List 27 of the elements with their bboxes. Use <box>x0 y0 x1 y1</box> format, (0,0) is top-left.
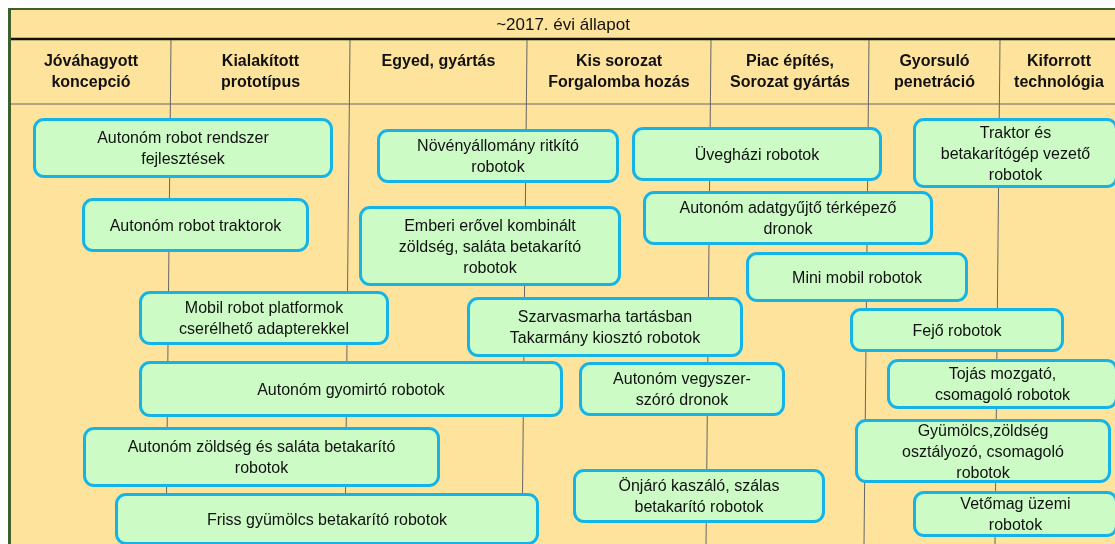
column-header: Gyorsuló penetráció <box>893 51 976 92</box>
technology-box: Fejő robotok <box>850 308 1064 352</box>
technology-box: Autonóm robot traktorok <box>82 198 309 252</box>
technology-box: Önjáró kaszáló, szálas betakarító robotok <box>573 469 825 523</box>
technology-box: Mobil robot platformok cserélhető adapterekkel <box>139 291 389 345</box>
column-header: Kialakított prototípus <box>219 51 302 92</box>
chart-title: ~2017. évi állapot <box>495 14 631 36</box>
technology-box: Friss gyümölcs betakarító robotok <box>115 493 539 544</box>
technology-box: Emberi erővel kombinált zöldség, saláta betakarító robotok <box>359 206 621 286</box>
technology-box: Növényállomány ritkító robotok <box>377 129 619 183</box>
technology-box: Üvegházi robotok <box>632 127 882 181</box>
technology-box: Vetőmag üzemi robotok <box>913 491 1115 537</box>
technology-box: Tojás mozgató, csomagoló robotok <box>887 359 1115 409</box>
technology-box: Szarvasmarha tartásban Takarmány kiosztó robotok <box>467 297 743 357</box>
technology-box: Autonóm gyomirtó robotok <box>139 361 563 417</box>
column-header: Piac építés, Sorozat gyártás <box>728 51 851 92</box>
technology-box: Autonóm robot rendszer fejlesztések <box>33 118 333 178</box>
technology-box: Gyümölcs,zöldség osztályozó, csomagoló robotok <box>855 419 1111 483</box>
column-header: Jóváhagyott koncepció <box>42 51 140 92</box>
column-header: Kiforrott technológia <box>1013 51 1105 92</box>
column-header: Kis sorozat Forgalomba hozás <box>547 51 691 92</box>
technology-box: Autonóm vegyszer-szóró dronok <box>579 362 785 416</box>
technology-box: Traktor és betakarítógép vezető robotok <box>913 118 1115 188</box>
technology-box: Mini mobil robotok <box>746 252 968 302</box>
technology-box: Autonóm adatgyűjtő térképező dronok <box>643 191 933 245</box>
technology-box: Autonóm zöldség és saláta betakarító robotok <box>83 427 440 487</box>
column-header: Egyed, gyártás <box>380 51 497 71</box>
